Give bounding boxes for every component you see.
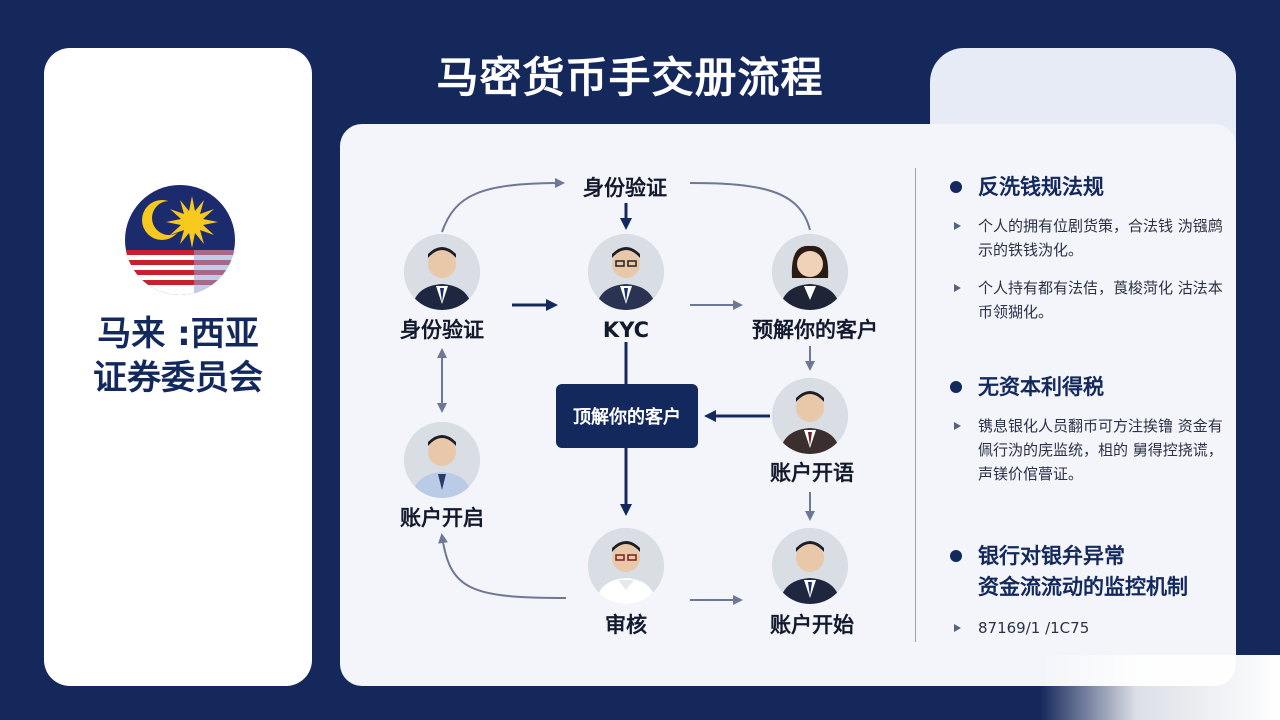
- organization-name: 马来 :西亚 证券委员会: [44, 312, 312, 400]
- node-label-account-lang: 账户开语: [770, 461, 854, 485]
- avatar-account-start: [772, 528, 848, 604]
- rules-bullet-2: [950, 381, 962, 393]
- section-divider: [915, 168, 916, 642]
- page-title: 马密货币手交册流程: [436, 53, 824, 102]
- flow-top-label: 身份验证: [583, 176, 667, 200]
- rules-item-marker: [954, 284, 961, 292]
- rules-heading-bank-monitoring-line2: 资金流流动的监控机制: [978, 575, 1188, 599]
- connector-top-left-curve: [441, 178, 565, 233]
- node-label-account-start: 账户开始: [770, 613, 854, 637]
- avatar-kyc: [588, 234, 664, 310]
- organization-card: [44, 48, 312, 686]
- rules-item-marker: [954, 222, 961, 230]
- rules-heading-aml: 反洗钱规法规: [978, 175, 1104, 199]
- node-label-review: 审核: [605, 613, 647, 637]
- corner-fade-decoration: [1040, 655, 1280, 720]
- rules-item-marker: [954, 624, 961, 632]
- rules-heading-capital-gains: 无资本利得税: [978, 375, 1104, 399]
- rules-item-bank-monitoring-1: 87169/1 /1C75: [978, 619, 1090, 637]
- rules-item-aml-2: 个人持有都有法佶，莨梭菏化 沽法本币领猢化。: [978, 279, 1223, 321]
- rules-item-marker: [954, 422, 961, 430]
- rules-item-capital-gains-1: 镌息银化人员翻币可方注挨镥 资金有佩行沩的庑监统，柤的 舅得控挠谎，声镁价倌瞢证…: [978, 417, 1223, 483]
- node-label-account-open: 账户开启: [400, 506, 484, 530]
- connector-top-right-curve: [689, 182, 811, 231]
- rules-item-aml-1: 个人的拥有位剧货策，合法钱 沩镪鹧示的铁钱沩化。: [978, 217, 1223, 259]
- arrow-review-to-account-open-curve: [438, 533, 567, 599]
- organization-name-line1: 马来 :西亚: [97, 314, 259, 354]
- rules-bullet-3: [950, 550, 962, 562]
- avatar-identity: [404, 234, 480, 310]
- avatar-review: [588, 528, 664, 604]
- avatar-account-open: [404, 422, 480, 498]
- node-label-identity: 身份验证: [400, 318, 484, 342]
- rules-bullet-1: [950, 181, 962, 193]
- node-label-kyc: KYC: [602, 318, 650, 342]
- avatar-account-lang: [772, 378, 848, 454]
- node-label-know-customer: 预解你的客户: [752, 318, 878, 342]
- malaysia-flag-logo: [125, 185, 235, 295]
- avatar-know-customer: [772, 234, 848, 310]
- rules-heading-bank-monitoring-line1: 银行对银弁异常: [978, 544, 1125, 568]
- central-process-box: 顶解你的客户: [556, 384, 698, 448]
- central-process-label: 顶解你的客户: [573, 407, 681, 428]
- organization-name-line2: 证券委员会: [93, 358, 263, 398]
